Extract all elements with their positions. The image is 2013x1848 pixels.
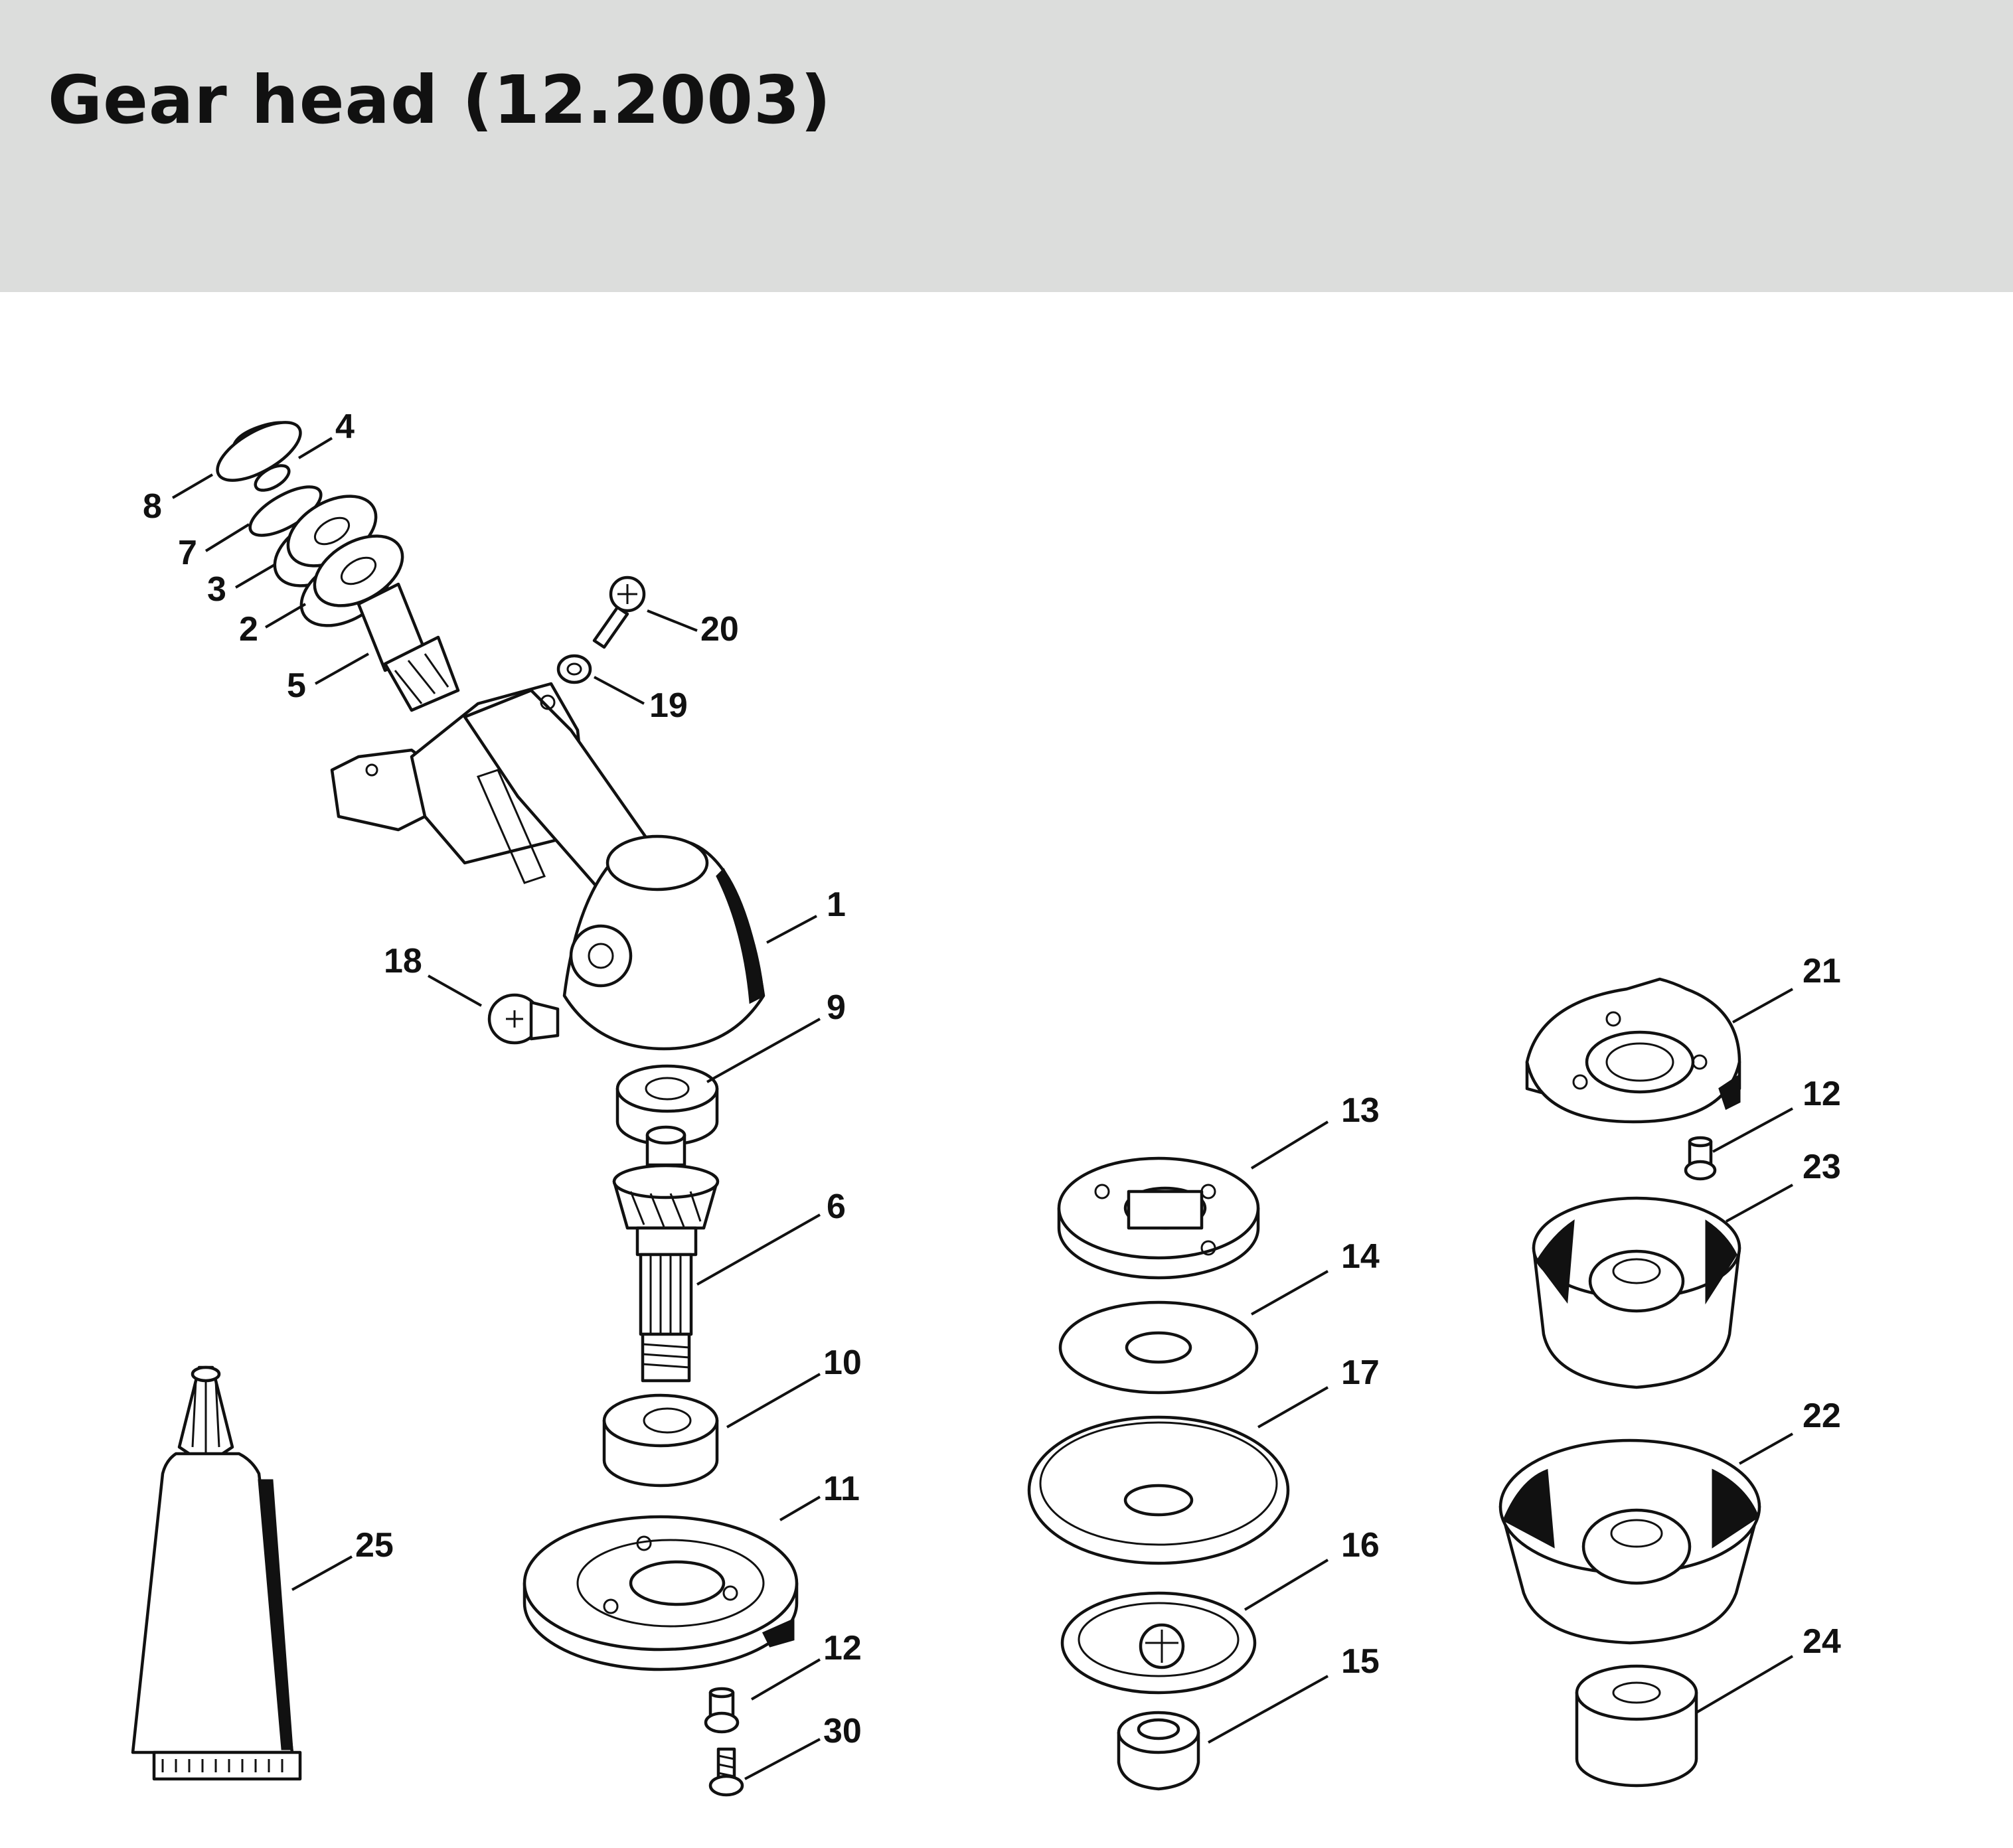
callout-20: 20: [700, 610, 739, 649]
callout-7: 7: [178, 534, 197, 572]
part-14-disc[interactable]: [1058, 1300, 1259, 1395]
callout-24: 24: [1803, 1622, 1841, 1661]
callout-22: 22: [1803, 1397, 1841, 1435]
callout-25: 25: [355, 1526, 394, 1565]
callout-30: 30: [823, 1712, 862, 1750]
callout-2: 2: [239, 610, 258, 649]
part-5-pinion[interactable]: [357, 582, 460, 712]
leader-lines: [171, 437, 1794, 1780]
callout-21: 21: [1803, 952, 1841, 990]
callout-13: 13: [1341, 1091, 1380, 1130]
page-title: Gear head (12.2003): [48, 61, 832, 139]
callout-16: 16: [1341, 1526, 1380, 1565]
callout-labels: 4 8 7 3 2 5 20 19 1 18 9 6 10 11 12 30 2…: [143, 408, 1841, 1750]
part-9-bearing[interactable]: [615, 1064, 719, 1146]
part-12-screw-upper[interactable]: [1684, 1136, 1717, 1181]
part-15-nut[interactable]: [1117, 1711, 1200, 1791]
callout-12-lower: 12: [823, 1629, 862, 1667]
part-21-flange-cover[interactable]: [1525, 977, 1741, 1124]
part-12-screw-lower[interactable]: [704, 1687, 740, 1734]
callout-23: 23: [1803, 1148, 1841, 1186]
part-1-gear-housing[interactable]: [330, 682, 765, 1051]
part-6-shaft-gear[interactable]: [612, 1125, 720, 1383]
callout-6: 6: [827, 1188, 846, 1226]
part-7-ring[interactable]: [243, 477, 328, 545]
callout-10: 10: [823, 1344, 862, 1382]
callout-3: 3: [207, 570, 226, 609]
part-25-grease-tube[interactable]: [131, 1365, 302, 1781]
part-22-guard-cup[interactable]: [1498, 1438, 1761, 1645]
part-8-circlip[interactable]: [208, 411, 309, 492]
callout-11: 11: [823, 1470, 860, 1508]
part-10-bearing[interactable]: [602, 1393, 719, 1488]
callout-1: 1: [827, 886, 846, 924]
part-11-flange[interactable]: [523, 1515, 799, 1671]
callout-4: 4: [335, 408, 355, 446]
part-18-plug[interactable]: [487, 993, 560, 1045]
part-16-disc[interactable]: [1060, 1591, 1257, 1695]
callout-15: 15: [1341, 1642, 1380, 1681]
callout-17: 17: [1341, 1353, 1380, 1392]
part-20-screw[interactable]: [592, 576, 646, 649]
part-24-spacer[interactable]: [1575, 1664, 1698, 1788]
callout-14: 14: [1341, 1237, 1380, 1276]
part-17-dish[interactable]: [1027, 1415, 1290, 1565]
part-13-thrust-plate[interactable]: [1057, 1156, 1260, 1280]
part-4-washer[interactable]: [252, 461, 293, 495]
header-band: Gear head (12.2003): [0, 0, 2013, 292]
part-19-washer[interactable]: [556, 654, 592, 684]
callout-19: 19: [649, 686, 688, 725]
callout-9: 9: [827, 988, 846, 1027]
part-23-guard-cup[interactable]: [1532, 1196, 1741, 1389]
callout-8: 8: [143, 487, 162, 526]
callout-12-upper: 12: [1803, 1075, 1841, 1113]
part-30-screw[interactable]: [708, 1747, 744, 1797]
callout-18: 18: [384, 942, 422, 980]
callout-5: 5: [287, 666, 306, 705]
